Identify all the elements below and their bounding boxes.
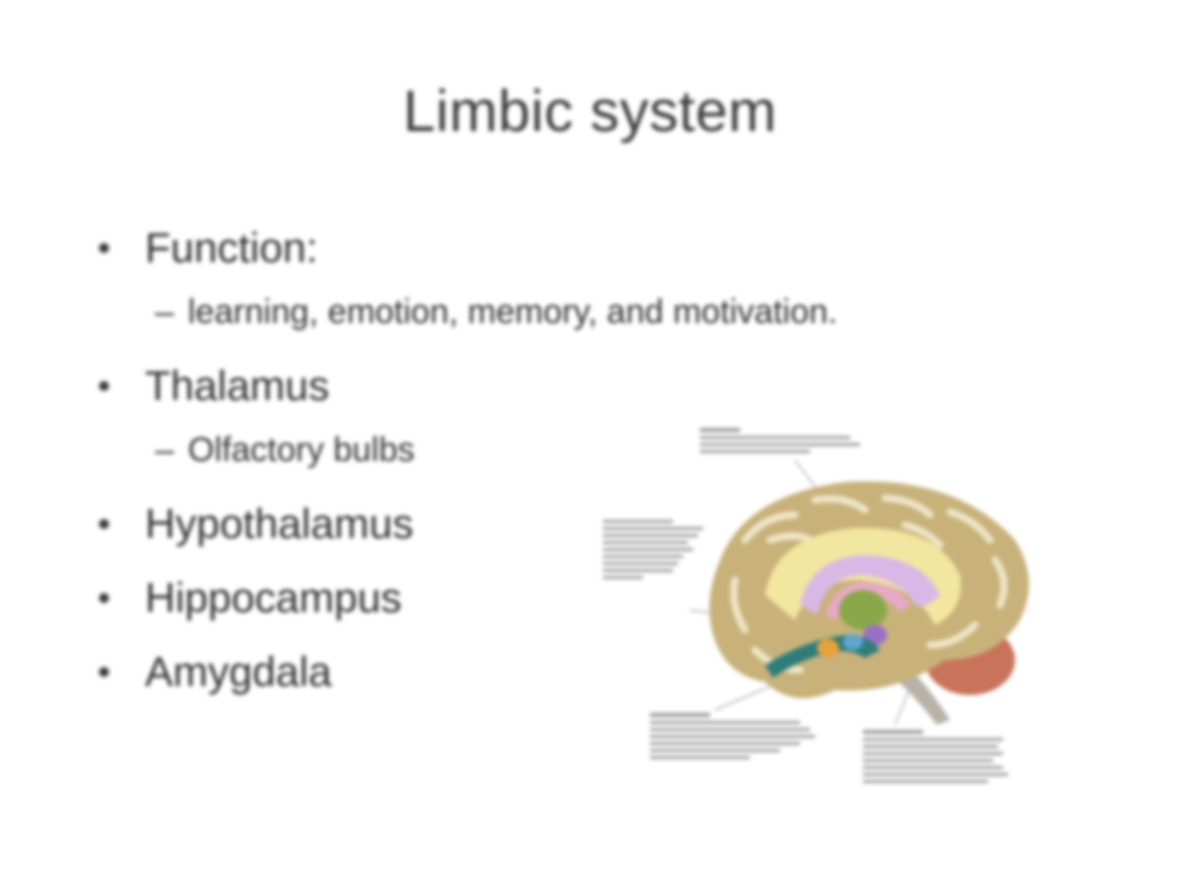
bullet-text: Hypothalamus — [145, 500, 414, 547]
bullet-text: Thalamus — [145, 362, 330, 409]
bullet-dot-icon — [99, 519, 109, 529]
bullet-thalamus: Thalamus — [95, 360, 1075, 412]
bullet-dot-icon — [99, 593, 109, 603]
bullet-hippocampus: Hippocampus — [95, 572, 1075, 624]
figure-label-left — [603, 520, 703, 579]
fornix-shape — [800, 555, 940, 615]
sub-bullet-dash: – — [155, 292, 174, 331]
sub-bullet-text: Olfactory bulbs — [187, 430, 415, 469]
bullet-dot-icon — [99, 667, 109, 677]
bullet-amygdala: Amygdala — [95, 646, 1075, 698]
thalamus-shape — [839, 590, 887, 630]
bullet-function: Function: — [95, 222, 1075, 274]
brain-figure — [595, 420, 1040, 800]
amygdala-shape — [817, 639, 839, 657]
brain-illustration-icon — [603, 428, 1029, 783]
bullet-text: Amygdala — [145, 648, 332, 695]
slide-title: Limbic system — [403, 79, 777, 144]
sub-bullet-dash: – — [155, 430, 174, 469]
bullet-list: Function: – learning, emotion, memory, a… — [95, 222, 1075, 720]
bullet-dot-icon — [99, 381, 109, 391]
figure-label-bottom-left — [650, 713, 815, 759]
bullet-text: Hippocampus — [145, 574, 402, 621]
bullet-dot-icon — [99, 243, 109, 253]
sub-bullet-function: – learning, emotion, memory, and motivat… — [155, 290, 1075, 334]
cingulate-shape — [765, 527, 961, 625]
bullet-text: Function: — [145, 224, 318, 271]
figure-label-top — [700, 428, 860, 453]
sub-bullet-olfactory: – Olfactory bulbs — [155, 428, 1075, 472]
gyri-texture — [730, 494, 1008, 674]
bullet-hypothalamus: Hypothalamus — [95, 498, 1075, 550]
figure-label-bottom-right — [863, 730, 1008, 783]
sub-bullet-text: learning, emotion, memory, and motivatio… — [187, 292, 838, 331]
